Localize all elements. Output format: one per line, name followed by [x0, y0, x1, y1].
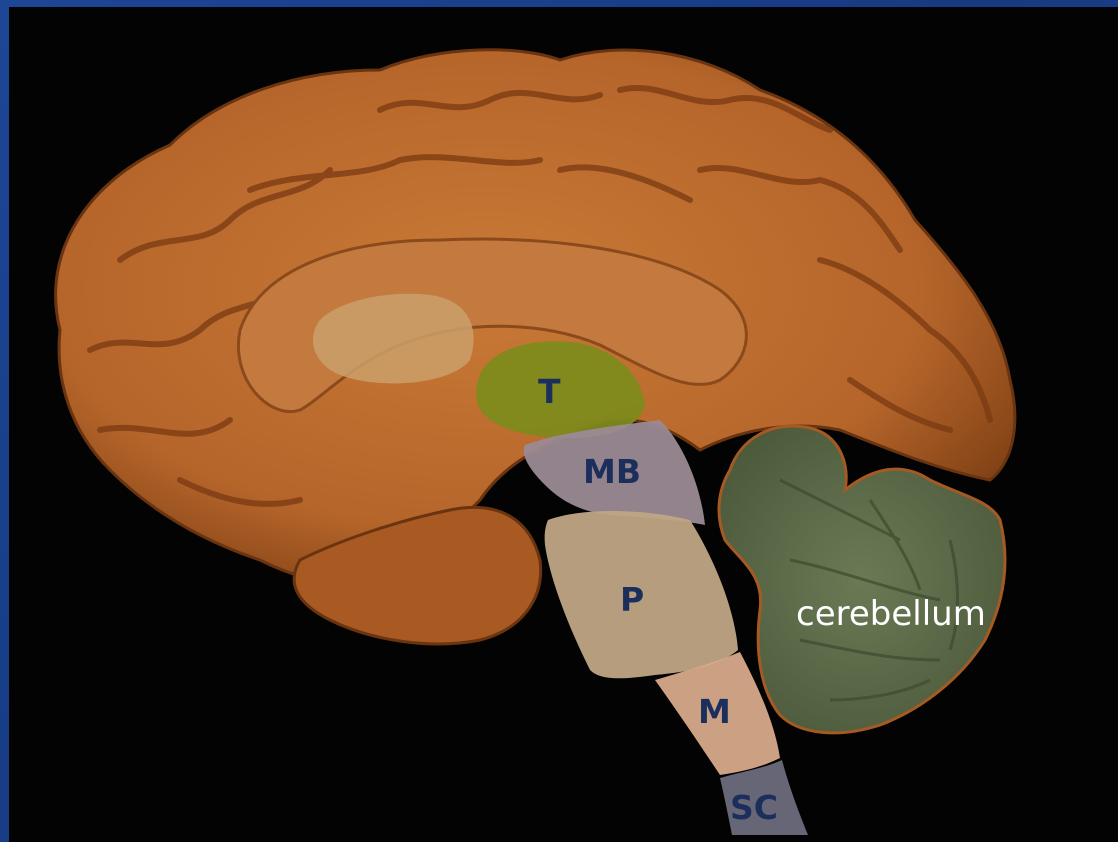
- medulla-label: M: [698, 695, 731, 728]
- midbrain-label: MB: [583, 455, 641, 488]
- pons-label: P: [620, 583, 644, 616]
- brain-photo: T MB P M SC cerebellum: [9, 7, 1118, 842]
- cerebellum-label: cerebellum: [796, 597, 986, 631]
- thalamus-label: T: [538, 375, 561, 408]
- brain-illustration: [9, 7, 1118, 842]
- spinal-cord-label: SC: [730, 791, 778, 824]
